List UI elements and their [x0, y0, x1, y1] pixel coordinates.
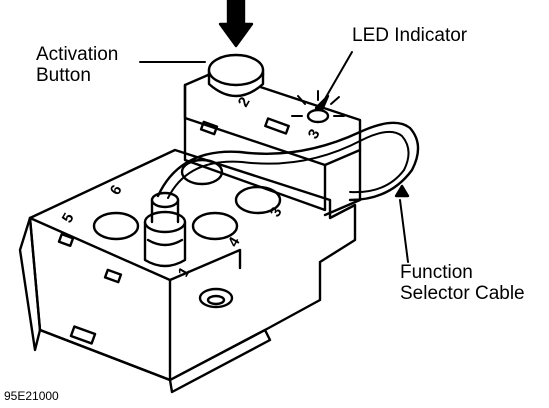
- led-indicator-label: LED Indicator: [352, 25, 468, 46]
- function-selector-cable-label: Function Selector Cable: [400, 262, 525, 304]
- press-arrow: [218, 0, 254, 48]
- selector-cable: [156, 121, 420, 202]
- figure-id: 95E21000: [4, 389, 59, 403]
- cable-connector: [143, 191, 187, 268]
- activation-button-label: Activation Button: [36, 44, 119, 86]
